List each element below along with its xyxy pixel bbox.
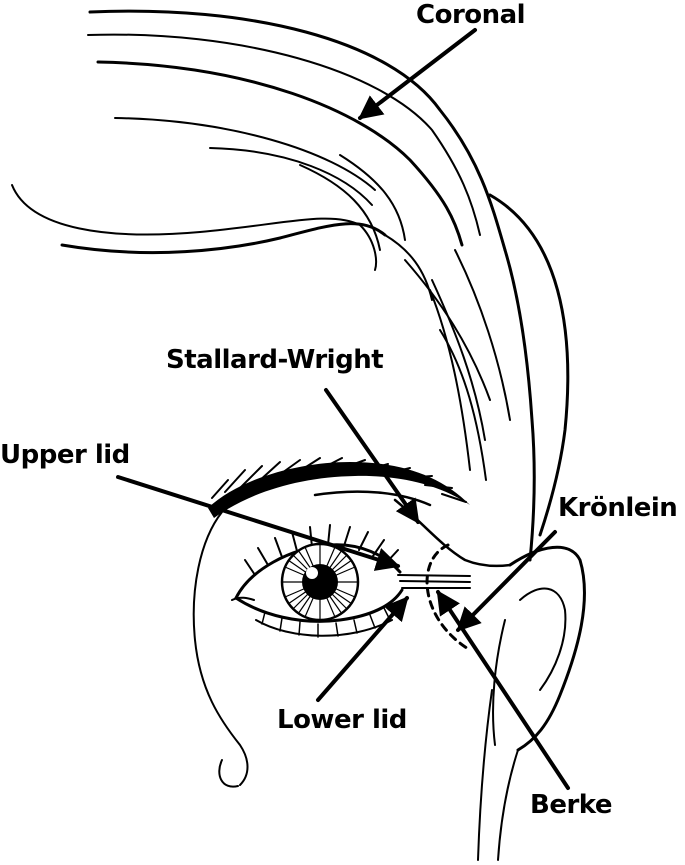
- label-upper-lid: Upper lid: [0, 440, 130, 470]
- label-stallard-wright: Stallard-Wright: [166, 345, 383, 375]
- label-lower-lid: Lower lid: [277, 705, 407, 735]
- pointer-arrows: [118, 30, 568, 788]
- arrow-berke: [438, 592, 568, 788]
- nostril: [219, 760, 238, 787]
- arrow-coronal: [360, 30, 475, 118]
- label-coronal: Coronal: [416, 0, 525, 30]
- arrow-stallard-wright: [326, 390, 418, 522]
- upper-lid-crease: [315, 492, 430, 505]
- face-contour: [194, 512, 248, 785]
- eyebrow: [208, 458, 470, 518]
- label-berke: Berke: [530, 790, 612, 820]
- canthal-incision-lines: [398, 575, 470, 588]
- kronlein-incision: [427, 545, 470, 650]
- label-kronlein: Krönlein: [558, 493, 677, 523]
- brow-contour: [395, 500, 510, 566]
- arrow-kronlein: [458, 532, 555, 630]
